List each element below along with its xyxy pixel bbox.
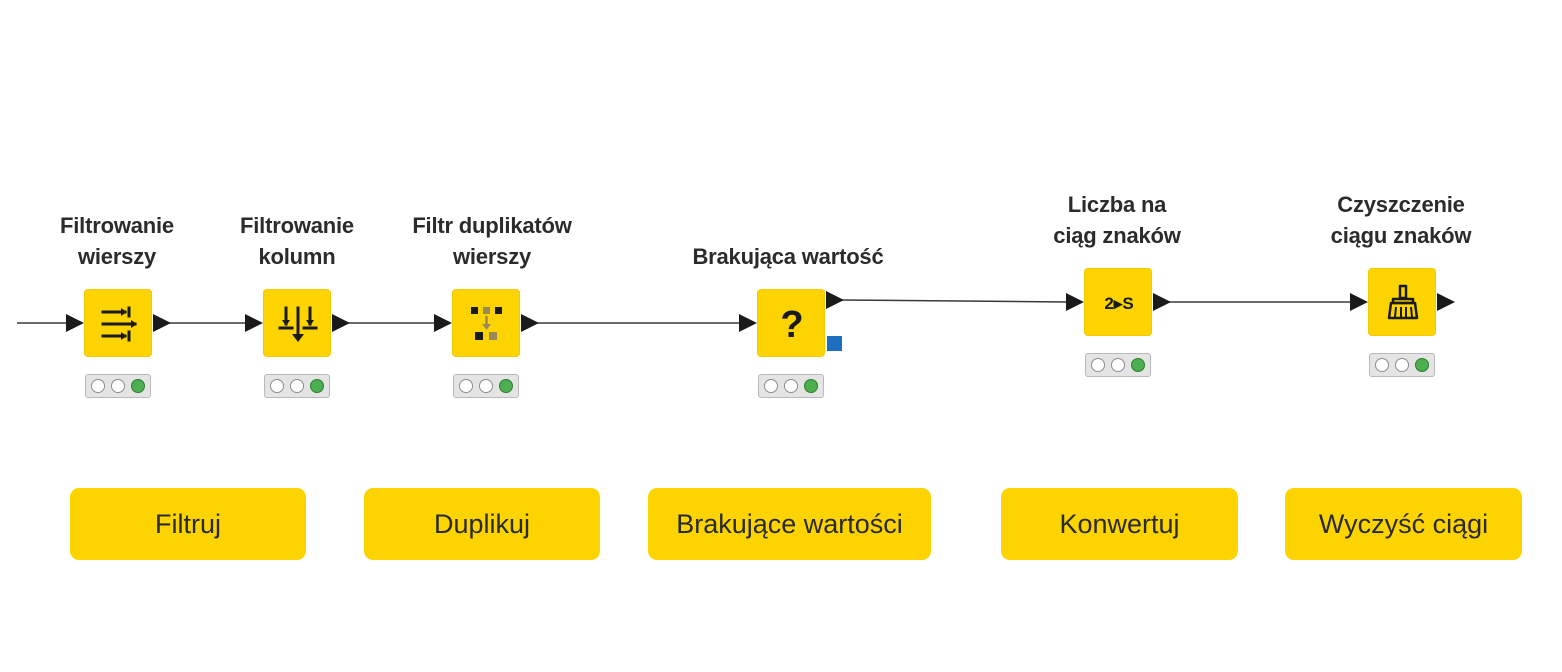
status-light-green [1415,358,1429,372]
string-cleaner-output-port[interactable] [1437,293,1455,311]
column-filter-icon [278,306,318,342]
node-status-row-filter [85,374,151,398]
node-title-line: Liczba na [1067,192,1167,217]
status-light-red [1375,358,1389,372]
node-status-column-filter [264,374,330,398]
node-title-line: Czyszczenie [1337,192,1465,217]
node-title-string-cleaner[interactable]: Czyszczenie ciągu znaków [1281,189,1521,251]
status-light-yellow [1111,358,1125,372]
node-row-filter[interactable] [84,289,152,357]
status-light-yellow [1395,358,1409,372]
node-title-row-filter[interactable]: Filtrowanie wierszy [0,210,237,272]
node-status-string-cleaner [1369,353,1435,377]
status-light-red [270,379,284,393]
category-convert-button[interactable]: Konwertuj [1001,488,1238,560]
connection-missing-value-to-number-to-string[interactable] [840,299,1069,303]
node-title-line: Filtr duplikatów [412,213,572,238]
category-clean-strings-button[interactable]: Wyczyść ciągi [1285,488,1522,560]
node-title-line: Filtrowanie [60,213,174,238]
duplicate-filter-output-port[interactable] [521,314,539,332]
node-number-to-string[interactable]: 2▸S [1084,268,1152,336]
node-title-line: kolumn [258,244,336,269]
flow-variable-port[interactable] [827,336,842,351]
node-title-column-filter[interactable]: Filtrowanie kolumn [177,210,417,272]
node-status-number-to-string [1085,353,1151,377]
node-status-duplicate-row-filter [453,374,519,398]
node-title-line: Filtrowanie [240,213,354,238]
status-light-red [1091,358,1105,372]
node-title-line: ciąg znaków [1053,223,1181,248]
number-to-string-icon: 2▸S [1104,294,1133,313]
duplicate-filter-input-port[interactable] [434,314,452,332]
number-to-string-output-port[interactable] [1153,293,1171,311]
node-status-missing-value [758,374,824,398]
node-missing-value[interactable]: ? [757,289,825,357]
missing-value-input-port[interactable] [739,314,757,332]
status-light-red [91,379,105,393]
status-light-green [499,379,513,393]
broom-icon [1387,284,1419,320]
row-filter-input-port[interactable] [66,314,84,332]
category-duplicate-button[interactable]: Duplikuj [364,488,600,560]
node-title-missing-value[interactable]: Brakująca wartość [668,241,908,272]
node-title-line: wierszy [452,244,532,269]
status-light-green [131,379,145,393]
status-light-green [1131,358,1145,372]
column-filter-input-port[interactable] [245,314,263,332]
category-missing-values-button[interactable]: Brakujące wartości [648,488,931,560]
status-light-green [310,379,324,393]
status-light-yellow [784,379,798,393]
category-filter-button[interactable]: Filtruj [70,488,306,560]
node-title-number-to-string[interactable]: Liczba na ciąg znaków [997,189,1237,251]
connection-lines [17,299,1352,324]
question-mark-icon: ? [780,304,803,346]
svg-text:?: ? [780,304,803,346]
node-string-cleaner[interactable] [1368,268,1436,336]
status-light-yellow [290,379,304,393]
node-column-filter[interactable] [263,289,331,357]
row-filter-icon [101,306,137,342]
status-light-red [459,379,473,393]
node-title-line: ciągu znaków [1330,223,1472,248]
missing-value-output-port[interactable] [826,291,844,309]
status-light-yellow [479,379,493,393]
svg-text:2▸S: 2▸S [1104,294,1133,313]
status-light-green [804,379,818,393]
column-filter-output-port[interactable] [332,314,350,332]
node-title-duplicate-row-filter[interactable]: Filtr duplikatów wierszy [372,210,612,272]
number-to-string-input-port[interactable] [1066,293,1084,311]
duplicate-filter-icon [471,307,502,340]
node-duplicate-row-filter[interactable] [452,289,520,357]
row-filter-output-port[interactable] [153,314,171,332]
string-cleaner-input-port[interactable] [1350,293,1368,311]
status-light-red [764,379,778,393]
node-title-line: wierszy [77,244,157,269]
status-light-yellow [111,379,125,393]
node-title-line: Brakująca wartość [692,244,884,269]
node-ports [66,291,1455,332]
